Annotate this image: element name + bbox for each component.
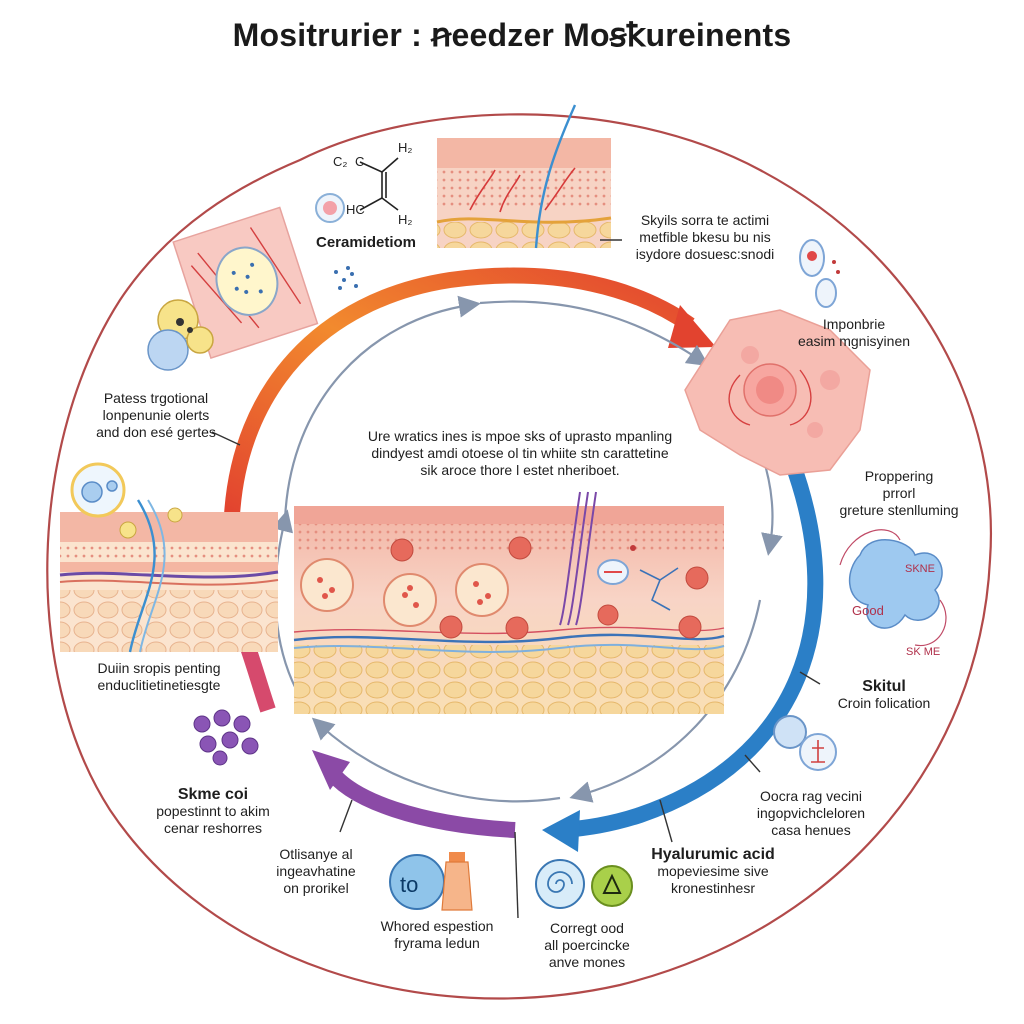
triangle-icon <box>591 865 633 907</box>
label-improbrie: Imponbrie easim mgnisyinen <box>797 316 911 349</box>
label-skitul: Skitul Croin folication <box>837 678 931 711</box>
molecule-text-c: SK ME <box>906 646 940 658</box>
molecule-text-a: SKNE <box>905 563 935 575</box>
label-center: Ure wratics ines is mpoe sks of uprasto … <box>367 428 673 478</box>
outer-ring <box>46 113 992 1000</box>
label-oocra: Oocra rag vecini ingopvichcleloren casa … <box>756 788 866 838</box>
label-hyaluronic: Hyalurumic acid mopeviesime sive kronest… <box>651 846 775 896</box>
purple-bubbles <box>193 709 259 766</box>
purple-arrow-head <box>312 750 350 790</box>
right-tissue-blob <box>684 309 871 476</box>
label-top-right: Skyils sorra te actimi metfible bkesu bu… <box>635 212 775 262</box>
tube-icon <box>441 852 473 911</box>
label-correg: Corregt ood all poercincke anve mones <box>544 920 630 970</box>
ceramide-dots <box>334 266 358 290</box>
purple-arrow <box>323 765 516 838</box>
page-title: Mositrurier : ꞥeedzer Moꞩꝁureinents <box>232 17 792 53</box>
jar-text: to <box>400 872 418 897</box>
label-whored: Whored espestion fryrama ledun <box>380 918 494 951</box>
left-bubble-icon <box>70 462 126 518</box>
upper-left-card <box>172 206 319 360</box>
formula-hc: HC <box>346 202 365 217</box>
label-otlis: Otlisanye al ingeavhatine on prorikel <box>276 846 356 896</box>
blue-arrow <box>564 459 824 838</box>
label-left-upper: Patess trgotional lonpenunie olerts and … <box>96 390 216 440</box>
skitul-icons <box>773 715 837 771</box>
formula-h2-bottom: H₂ <box>398 212 412 227</box>
right-molecule-blob <box>839 529 947 647</box>
left-bubbles <box>147 299 214 371</box>
ceramide-bubble <box>315 193 345 223</box>
formula-h2-top: H₂ <box>398 140 412 155</box>
formula-c2: C₂ <box>333 154 347 169</box>
label-skme: Skme coi popestinnt to akim cenar reshor… <box>156 786 270 836</box>
label-propper: Proppering prrorl greture stenlluming <box>839 468 959 518</box>
orange-arrow-head <box>668 305 716 348</box>
swirl-icon <box>535 859 585 909</box>
central-skin-section <box>293 491 725 714</box>
outer-cycle-arrows <box>224 267 824 852</box>
label-left-lower: Duiin sropis penting enduclitietinetiesg… <box>97 660 221 693</box>
vials-icon <box>799 239 840 308</box>
molecule-text-b: Good <box>852 603 884 618</box>
center-cells <box>300 558 509 627</box>
top-skin-section <box>436 104 612 249</box>
blue-arrow-head <box>542 810 580 852</box>
ceramide-molecule <box>359 157 399 211</box>
left-skin-section <box>59 499 279 653</box>
formula-c: C <box>355 154 364 169</box>
label-ceramide: Ceramidetiom <box>315 234 417 251</box>
leader-lines <box>211 239 821 919</box>
orange-arrow <box>224 267 695 516</box>
